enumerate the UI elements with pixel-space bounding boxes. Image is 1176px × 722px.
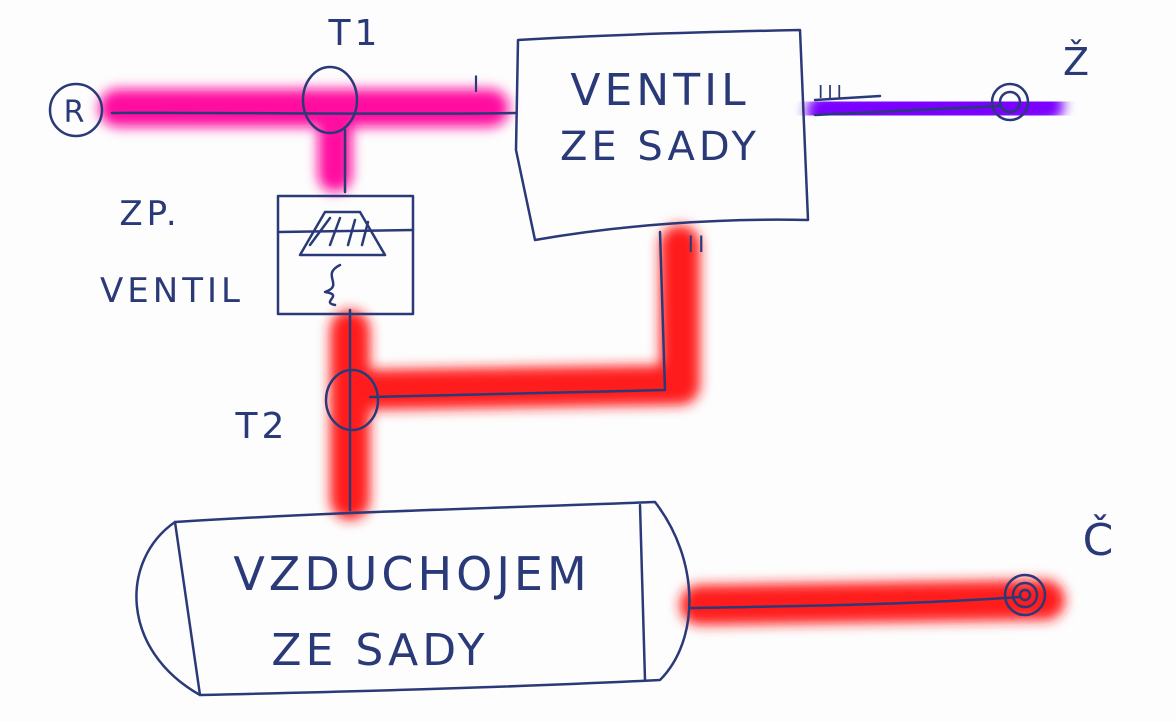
ventil-ze-sady-box: VENTIL ZE SADY (514, 28, 810, 242)
port-iii-label: III (818, 82, 846, 103)
port-i-label: I (473, 73, 484, 98)
z-output-node: Ž (990, 40, 1093, 122)
highlight-magenta-line (99, 89, 509, 192)
svg-text:Č: Č (1083, 513, 1118, 566)
svg-text:VENTIL: VENTIL (100, 271, 244, 311)
zp-ventil-box: ZP. VENTIL (100, 194, 415, 316)
vzduchojem-ze-sady-tank: VZDUCHOJEM ZE SADY (135, 500, 691, 697)
c-output-node: Č (1003, 513, 1118, 617)
svg-text:ZE SADY: ZE SADY (271, 625, 488, 676)
svg-text:T1: T1 (328, 13, 382, 54)
svg-text:VZDUCHOJEM: VZDUCHOJEM (233, 547, 590, 601)
svg-text:R: R (64, 95, 89, 130)
t2-node: T2 (235, 368, 380, 447)
t1-node: T1 (301, 13, 382, 135)
ink-lines (110, 94, 1022, 610)
svg-text:ZE SADY: ZE SADY (560, 124, 760, 170)
svg-text:Ž: Ž (1063, 40, 1093, 84)
svg-text:T2: T2 (235, 406, 289, 447)
svg-text:ZP.: ZP. (119, 194, 180, 234)
r-node: R (48, 82, 104, 138)
port-ii-label: II (688, 233, 709, 258)
svg-text:VENTIL: VENTIL (570, 65, 749, 116)
